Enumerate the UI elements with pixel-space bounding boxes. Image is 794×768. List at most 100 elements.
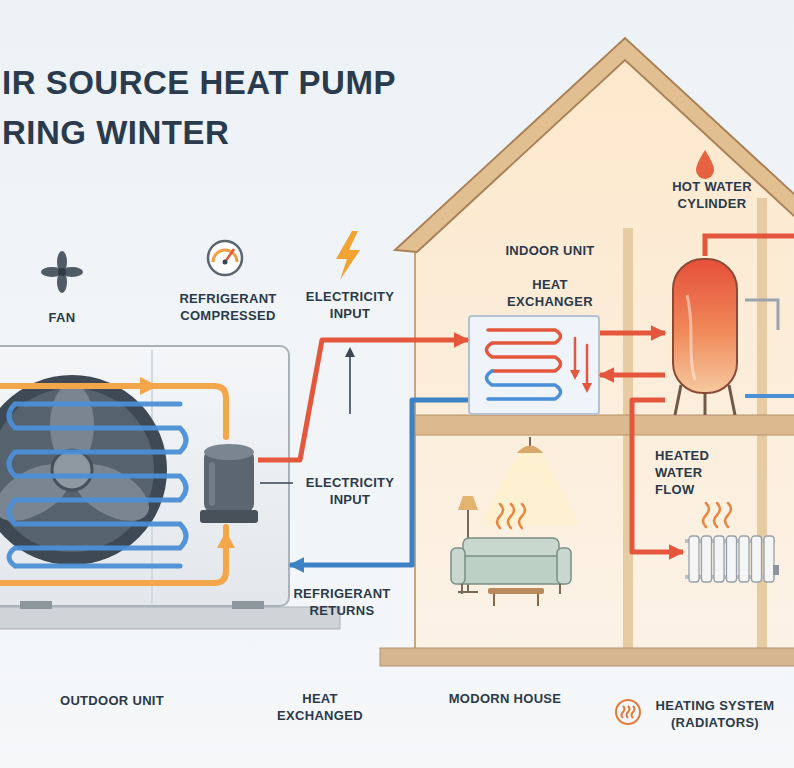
water-drop-icon-part	[696, 150, 714, 179]
fan-illustration-part	[50, 383, 94, 467]
heating-icon	[616, 700, 640, 724]
node-heading: MODORN HOUSE	[430, 690, 580, 707]
node-heading: HEATING SYSTEM (RADIATORS)	[645, 697, 785, 731]
cylinder-pipes-part	[745, 394, 794, 398]
radiator-shape-part	[714, 536, 724, 582]
radiator-shape-part	[752, 536, 762, 582]
radiator-shape	[683, 535, 779, 583]
indoor-coil	[487, 330, 593, 399]
fan-icon-part	[41, 267, 63, 277]
refrigerant-coils-part	[0, 527, 226, 583]
house-shape-part	[415, 415, 794, 435]
radiator-shape-part	[689, 536, 699, 582]
concrete-slab-part	[20, 601, 52, 609]
concrete-slab-part	[232, 601, 264, 609]
cylinder-pipes	[705, 236, 794, 396]
radiator-shape-part	[773, 565, 779, 575]
concrete-slab-part	[0, 607, 340, 629]
heat-waves-part	[508, 504, 514, 528]
leader-lines-part	[349, 354, 351, 414]
sofa	[451, 538, 571, 606]
compressor: REFRIGERANT COMPRESSED	[200, 440, 258, 525]
sofa-part	[455, 556, 567, 584]
hot-water-cylinder-shape-part	[673, 259, 737, 393]
house-shape-part	[380, 648, 794, 666]
heat-waves-part	[519, 504, 525, 528]
heating-icon-part	[622, 706, 625, 718]
flow-pipe	[290, 400, 468, 565]
heat-waves	[497, 503, 731, 528]
radiator: HEATING SYSTEM (RADIATORS)	[683, 535, 779, 583]
leader-lines	[260, 347, 355, 483]
node-heading: OUTDOOR UNIT	[37, 692, 187, 709]
fan-illustration-part	[0, 375, 167, 565]
cylinder-pipes-part	[745, 300, 778, 330]
lightning-icon	[336, 231, 360, 280]
fan-illustration-part	[0, 452, 80, 532]
lamps	[458, 437, 580, 592]
lamps-part	[480, 452, 580, 525]
edge-label: REFRIGERANT RETURNS	[277, 585, 407, 619]
heat-waves-part	[725, 503, 731, 527]
outdoor-seam	[152, 350, 153, 604]
fan-illustration	[0, 375, 167, 565]
sofa-part	[451, 548, 465, 584]
annotation-label: ELECTRICITY INPUT	[295, 288, 405, 322]
compressor-shape-part	[204, 444, 254, 460]
indoor-coil-part	[586, 345, 589, 385]
lamps-part	[458, 496, 478, 510]
lamps-part	[467, 508, 469, 592]
gauge-icon-part	[208, 241, 242, 275]
leader-lines-part	[260, 482, 293, 484]
fan-icon-part	[57, 251, 67, 273]
cylinder-pipes-part	[705, 236, 794, 256]
hot-water-cylinder: HOT WATER CYLINDER	[665, 255, 745, 415]
gauge-icon-part	[225, 249, 234, 262]
compressor-shape-part	[209, 462, 215, 506]
gauge-icon-part	[223, 260, 228, 265]
node-heading: INDOOR UNIT	[480, 242, 620, 259]
house-shape-part	[623, 435, 633, 648]
house-shape-part	[395, 38, 794, 252]
outdoor-unit: OUTDOOR UNITREFRIGERANT COMPRESSED	[0, 345, 290, 607]
fan-illustration-part	[0, 388, 154, 552]
fan-illustration-part	[52, 450, 92, 490]
sofa-part	[488, 588, 544, 594]
lightning-icon-part	[336, 231, 360, 280]
flow-pipe	[258, 340, 468, 460]
fan-icon-part	[57, 271, 67, 293]
leader-lines-part	[345, 347, 355, 357]
flow-pipe	[600, 373, 665, 378]
sofa-part	[493, 594, 495, 606]
diagram-title: IR SOURCE HEAT PUMP RING WINTER	[2, 58, 442, 158]
annotation-label: HEAT EXCHANGED	[272, 690, 368, 724]
fan-icon	[41, 251, 83, 293]
hot-water-cylinder-shape	[665, 255, 745, 415]
sofa-part	[557, 548, 571, 584]
hot-water-cylinder-shape-part	[675, 385, 681, 415]
sofa-part	[537, 594, 539, 606]
lamps-part	[529, 437, 531, 446]
house-shape-part	[757, 198, 767, 415]
refrigerant-coils-part	[217, 531, 235, 548]
refrigerant-coils-part	[0, 386, 226, 437]
heating-icon-part	[616, 700, 640, 724]
hot-water-cylinder-shape-part	[729, 385, 735, 415]
heating-icon-part	[632, 706, 635, 718]
indoor-coil-part	[487, 330, 561, 371]
refrigerant-coils-part	[140, 377, 158, 395]
water-drop-icon	[696, 150, 714, 179]
annotation-label: ELECTRICITY INPUT	[295, 474, 405, 508]
lamps-part	[517, 446, 543, 454]
heat-waves-part	[703, 503, 709, 527]
radiator-shape-part	[702, 536, 712, 582]
fan-icon-part	[58, 268, 66, 276]
compressor-shape-part	[200, 510, 258, 523]
part-label: FAN	[40, 309, 84, 326]
hot-water-cylinder-shape-part	[687, 295, 695, 380]
gauge-icon-part	[213, 250, 237, 262]
indoor-coil-part	[574, 338, 577, 372]
